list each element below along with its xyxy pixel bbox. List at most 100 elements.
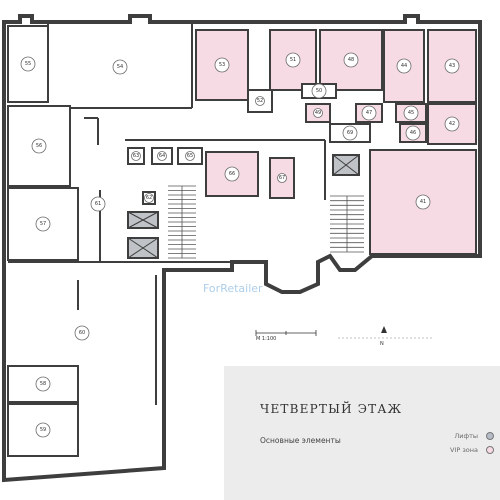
room-label-circle (342, 125, 358, 141)
room-number: 55 (25, 61, 31, 67)
room-number: 59 (40, 427, 46, 433)
room-55[interactable]: 55 (7, 25, 49, 103)
room-number: 62 (146, 195, 152, 201)
room-number: 52 (257, 98, 263, 104)
room-label-circle (31, 138, 47, 154)
floor-title: ЧЕТВЕРТЫЙ ЭТАЖ (260, 402, 403, 416)
room-number: 56 (36, 143, 42, 149)
room-label-circle (157, 151, 167, 161)
lift-color-dot-icon (486, 432, 494, 440)
room-label-circle (74, 325, 90, 341)
room-63[interactable]: 63 (127, 147, 145, 165)
room-number: 49 (315, 110, 321, 116)
room-41[interactable]: 41 (369, 149, 477, 255)
room-60[interactable]: 60 (74, 325, 90, 341)
room-48[interactable]: 48 (319, 29, 383, 91)
room-42[interactable]: 42 (427, 103, 477, 145)
room-45[interactable]: 45 (395, 103, 427, 123)
room-label-circle (277, 173, 287, 183)
room-number: 53 (219, 62, 225, 68)
room-label-circle (214, 57, 230, 73)
room-number: 58 (40, 381, 46, 387)
room-number: 44 (401, 63, 407, 69)
room-number: 69 (347, 130, 353, 136)
room-number: 66 (229, 171, 235, 177)
room-label-circle (444, 116, 460, 132)
room-label-circle (285, 52, 301, 68)
room-49[interactable]: 49 (305, 103, 331, 123)
stair-right (330, 195, 364, 253)
lift-group (127, 154, 360, 259)
room-number: 41 (420, 199, 426, 205)
room-56[interactable]: 56 (7, 105, 71, 187)
legend-panel: ЧЕТВЕРТЫЙ ЭТАЖ Основные элементы Лифты V… (224, 366, 500, 500)
room-number: 43 (449, 63, 455, 69)
interior-walls (8, 22, 326, 405)
room-label-circle (415, 194, 431, 210)
room-label-circle (185, 151, 195, 161)
room-number: 47 (366, 110, 372, 116)
vip-color-dot-icon (486, 446, 494, 454)
legend-item-label: VIP зона (449, 446, 478, 454)
room-label-circle (112, 59, 128, 75)
room-label-circle (35, 422, 51, 438)
rooms-layer: 55 54 53 51 48 44 43 50 52 49 47 45 46 42 69 56 63 64 65 66… (7, 25, 477, 457)
room-69[interactable]: 69 (329, 123, 371, 143)
room-number: 45 (408, 110, 414, 116)
room-46[interactable]: 46 (399, 123, 427, 143)
room-label-circle (20, 56, 36, 72)
room-number: 63 (133, 153, 139, 159)
room-label-circle (444, 58, 460, 74)
room-label-circle (90, 196, 106, 212)
room-61[interactable]: 61 (90, 196, 106, 212)
room-label-circle (35, 216, 51, 232)
room-label-circle (361, 105, 377, 121)
room-54[interactable]: 54 (112, 59, 128, 75)
room-67[interactable]: 67 (269, 157, 295, 199)
room-label-circle (144, 193, 154, 203)
room-59[interactable]: 59 (7, 403, 79, 457)
room-50[interactable]: 50 (301, 83, 337, 99)
room-label-circle (131, 151, 141, 161)
legend-item-label: Лифты (454, 432, 478, 440)
room-65[interactable]: 65 (177, 147, 203, 165)
room-label-circle (396, 58, 412, 74)
watermark: ForRetailer (203, 282, 263, 295)
room-44[interactable]: 44 (383, 29, 425, 103)
room-label-circle (313, 108, 323, 118)
room-label-circle (35, 376, 51, 392)
room-43[interactable]: 43 (427, 29, 477, 103)
north-label: N (380, 341, 384, 347)
room-number: 60 (79, 330, 85, 336)
room-label-circle (403, 105, 419, 121)
room-number: 51 (290, 57, 296, 63)
room-52[interactable]: 52 (247, 89, 273, 113)
room-47[interactable]: 47 (355, 103, 383, 123)
room-66[interactable]: 66 (205, 151, 259, 197)
scale-label: М 1:100 (256, 336, 277, 342)
room-label-circle (343, 52, 359, 68)
legend-item-vip: VIP зона (450, 446, 494, 454)
north-arrow (338, 326, 432, 339)
scale-bar (255, 330, 317, 336)
room-number: 42 (449, 121, 455, 127)
legend-subtitle: Основные элементы (260, 436, 341, 445)
room-number: 61 (95, 201, 101, 207)
room-number: 54 (117, 64, 123, 70)
room-label-circle (405, 125, 421, 141)
room-number: 57 (40, 221, 46, 227)
room-label-circle (224, 166, 240, 182)
room-number: 50 (316, 88, 322, 94)
room-label-circle (311, 83, 327, 99)
room-51[interactable]: 51 (269, 29, 317, 91)
room-number: 64 (159, 153, 165, 159)
room-57[interactable]: 57 (7, 187, 79, 261)
room-58[interactable]: 58 (7, 365, 79, 403)
room-number: 67 (279, 175, 285, 181)
room-53[interactable]: 53 (195, 29, 249, 101)
room-64[interactable]: 64 (151, 147, 173, 165)
stair-left (168, 185, 196, 259)
room-62[interactable]: 62 (142, 191, 156, 205)
room-number: 46 (410, 130, 416, 136)
